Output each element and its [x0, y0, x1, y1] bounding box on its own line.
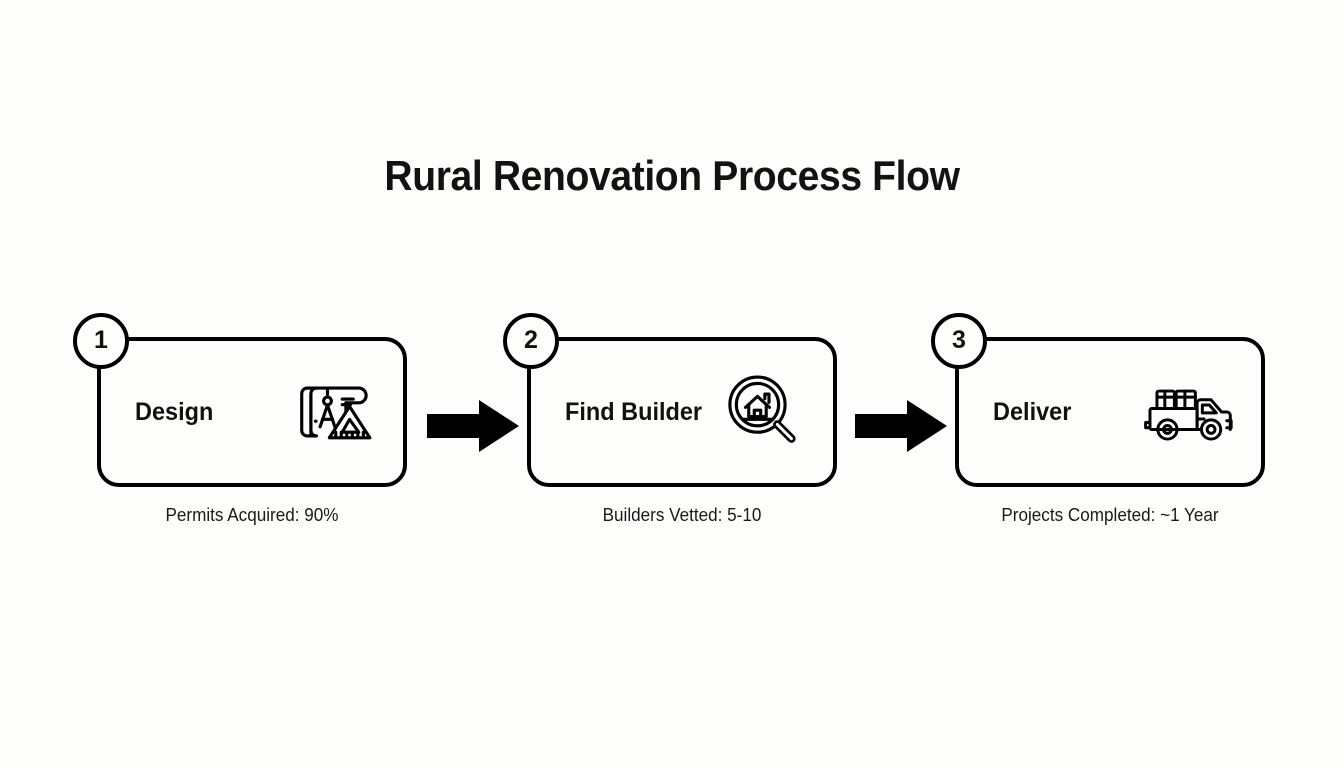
step-label-2: Find Builder [565, 397, 703, 426]
magnifier-house-icon [715, 364, 811, 460]
step-number-1: 1 [94, 325, 108, 354]
step-card-2[interactable]: 2 Find Builder [503, 313, 837, 487]
step-caption-3: Projects Completed: ~1 Year [1001, 505, 1219, 525]
step-label-3: Deliver [993, 397, 1072, 426]
flow-arrow-2 [855, 400, 947, 452]
step-label-1: Design [135, 397, 214, 426]
process-step-3[interactable]: 3 Deliver [931, 313, 1265, 525]
step-caption-1: Permits Acquired: 90% [165, 505, 339, 525]
step-number-3: 3 [952, 325, 966, 354]
step-number-badge-2: 2 [503, 313, 559, 369]
flow-arrow-1 [427, 400, 519, 452]
page-title: Rural Renovation Process Flow [384, 152, 960, 199]
step-card-1[interactable]: 1 Design [73, 313, 407, 487]
step-number-2: 2 [524, 325, 538, 354]
step-caption-2: Builders Vetted: 5-10 [602, 505, 762, 525]
step-card-3[interactable]: 3 Deliver [931, 313, 1265, 487]
step-number-badge-1: 1 [73, 313, 129, 369]
process-step-1[interactable]: 1 Design [73, 313, 407, 525]
blueprint-scroll-compass-icon [285, 364, 381, 460]
step-number-badge-3: 3 [931, 313, 987, 369]
pickup-truck-cargo-icon [1143, 364, 1239, 460]
flow-row: 1 Design [0, 313, 1344, 547]
process-step-2[interactable]: 2 Find Builder [503, 313, 837, 525]
